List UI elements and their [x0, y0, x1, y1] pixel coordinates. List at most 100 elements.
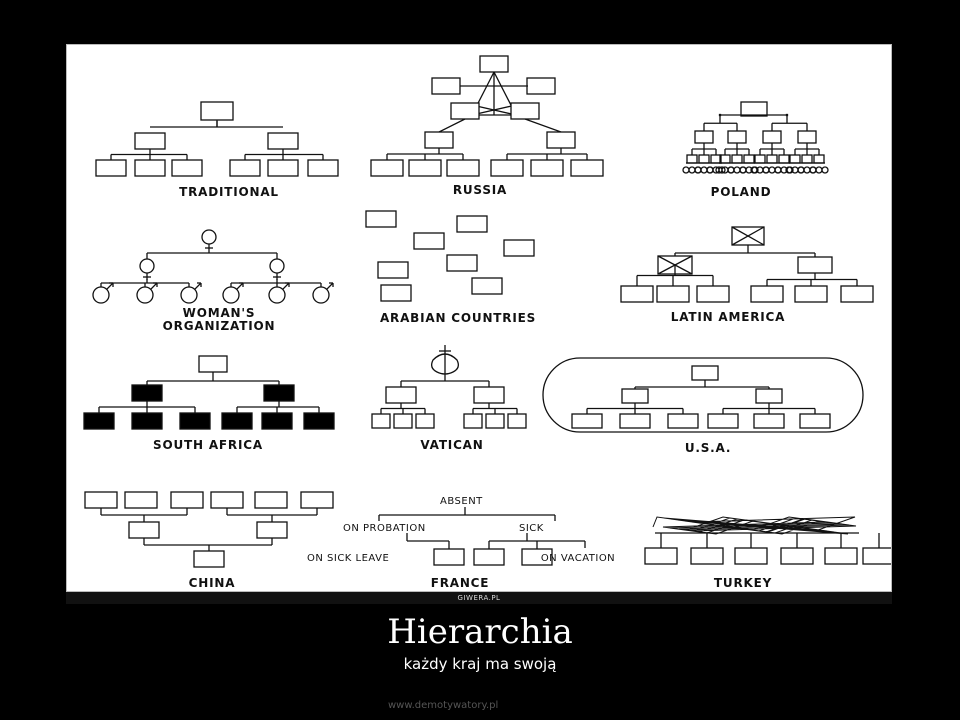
org-box [473, 548, 505, 566]
org-box [840, 285, 874, 303]
org-box [424, 131, 454, 149]
org-box [686, 154, 698, 164]
org-box [485, 413, 505, 429]
org-box [691, 365, 719, 381]
org-box [698, 154, 710, 164]
org-node [739, 166, 747, 174]
org-box [731, 154, 743, 164]
org-box [134, 132, 166, 150]
org-node [694, 166, 702, 174]
org-box [408, 159, 442, 177]
org-box [797, 130, 817, 144]
org-box [446, 254, 478, 272]
label-poland: POLAND [710, 185, 772, 199]
vatican-crest [431, 353, 459, 375]
org-box [507, 413, 527, 429]
org-charts-drawing [83, 55, 891, 568]
org-box [193, 550, 225, 568]
credit-text: GIWERA.PL [457, 594, 501, 602]
org-box [778, 154, 790, 164]
org-box [690, 547, 724, 565]
label-china: CHINA [188, 576, 236, 590]
org-box [171, 159, 203, 177]
male-symbol [180, 286, 198, 304]
org-box [824, 547, 858, 565]
male-symbol [268, 286, 286, 304]
org-box [450, 102, 480, 120]
male-symbol [312, 286, 330, 304]
female-symbol [201, 229, 217, 245]
org-box [377, 261, 409, 279]
org-box [694, 130, 714, 144]
france-absent: ABSENT [440, 496, 483, 507]
poster-title: Hierarchia [387, 612, 573, 652]
org-box [229, 159, 261, 177]
org-node [718, 166, 726, 174]
org-box [530, 159, 564, 177]
org-node [762, 166, 770, 174]
org-box [303, 412, 335, 430]
org-box [431, 77, 461, 95]
org-box [95, 159, 127, 177]
label-south-africa: SOUTH AFRICA [153, 438, 263, 452]
org-box [780, 547, 814, 565]
org-box [734, 547, 768, 565]
org-box [794, 285, 828, 303]
chart-line [326, 282, 334, 290]
org-box [131, 384, 163, 402]
france-sick: SICK [519, 523, 544, 534]
org-box [393, 413, 413, 429]
org-node [809, 166, 817, 174]
org-box [198, 355, 228, 373]
male-symbol [136, 286, 154, 304]
org-box [743, 154, 755, 164]
france-on-vacation: ON VACATION [540, 553, 616, 564]
org-box [570, 159, 604, 177]
org-box [797, 256, 833, 274]
hierarchy-diagram-panel: TRADITIONAL RUSSIA POLAND WOMAN'S ORGANI… [66, 44, 892, 592]
label-france: FRANCE [430, 576, 490, 590]
org-box [571, 413, 603, 429]
org-box [365, 210, 397, 228]
org-box [750, 285, 784, 303]
org-box [766, 154, 778, 164]
org-box [221, 412, 253, 430]
org-box [210, 491, 244, 509]
org-box [656, 285, 690, 303]
label-vatican: VATICAN [420, 438, 484, 452]
org-box [707, 413, 739, 429]
org-box [471, 277, 503, 295]
org-box [789, 154, 801, 164]
label-latin-america: LATIN AMERICA [670, 310, 786, 324]
org-box [755, 388, 783, 404]
male-symbol [92, 286, 110, 304]
org-box [267, 159, 299, 177]
org-node [815, 166, 823, 174]
org-node [688, 166, 696, 174]
org-box [740, 101, 768, 117]
org-box [415, 413, 435, 429]
org-box [510, 102, 540, 120]
chart-line [282, 282, 290, 290]
org-box [801, 154, 813, 164]
org-box [371, 413, 391, 429]
female-symbol [139, 258, 155, 274]
org-node [682, 166, 690, 174]
org-box [446, 159, 480, 177]
org-box [546, 131, 576, 149]
org-box [644, 547, 678, 565]
france-on-probation: ON PROBATION [343, 523, 426, 534]
org-box [463, 413, 483, 429]
org-node [821, 166, 829, 174]
male-symbol [222, 286, 240, 304]
org-node [768, 166, 776, 174]
usa-enclosure [542, 357, 864, 433]
org-box [307, 159, 339, 177]
org-node [700, 166, 708, 174]
label-russia: RUSSIA [452, 183, 508, 197]
org-node [797, 166, 805, 174]
france-on-sick-leave: ON SICK LEAVE [307, 553, 390, 564]
org-box [128, 521, 160, 539]
org-box [300, 491, 334, 509]
